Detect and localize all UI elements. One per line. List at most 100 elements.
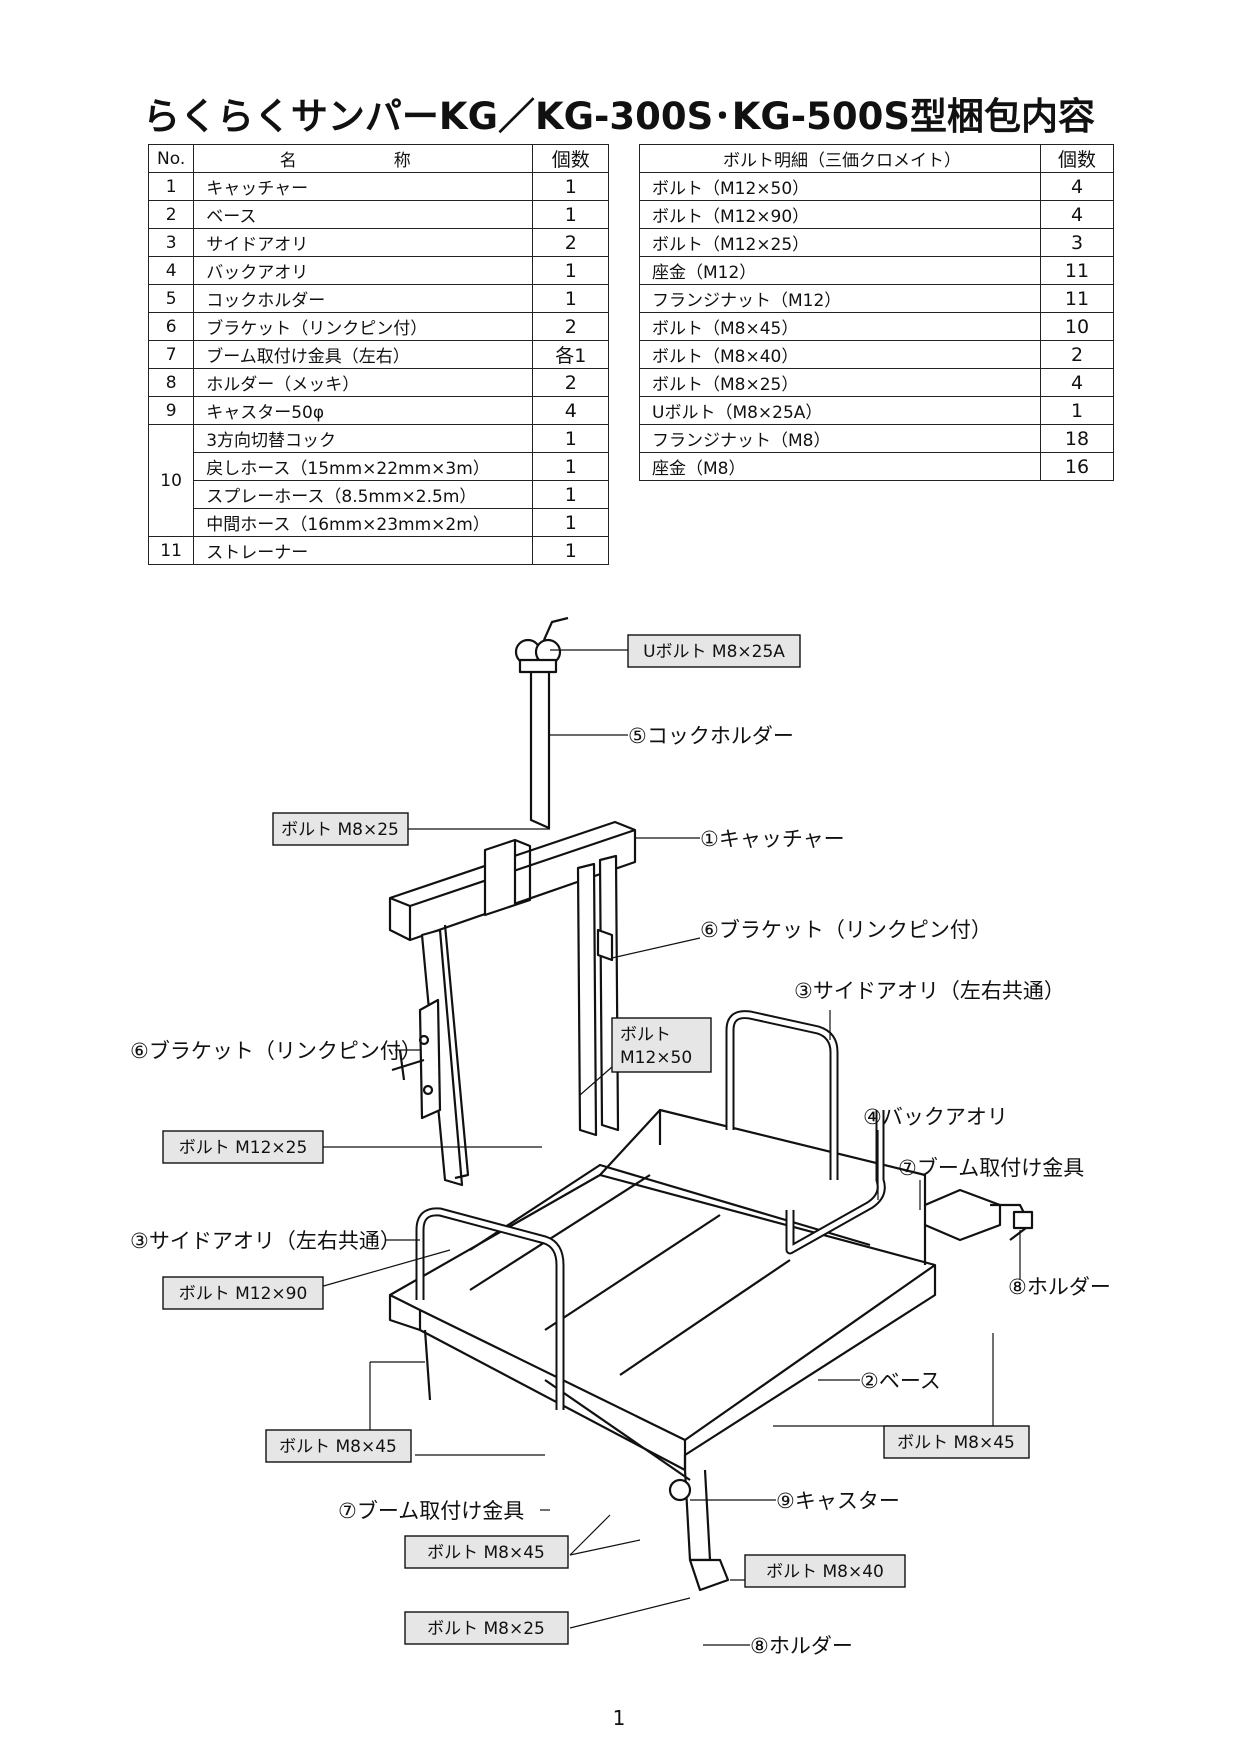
cell-qty: 11 xyxy=(1040,284,1114,313)
cell-no: 7 xyxy=(147,340,195,369)
label-bracket-left: ⑥ブラケット（リンクピン付） xyxy=(130,1039,422,1063)
table-row: 座金（M12）11 xyxy=(639,256,1114,285)
label-bracket-right: ⑥ブラケット（リンクピン付） xyxy=(700,918,992,942)
cell-name: キャスター50φ xyxy=(193,396,534,425)
table-row: スプレーホース（8.5mm×2.5m）1 xyxy=(149,480,610,509)
cell-name: 座金（M12） xyxy=(639,256,1041,285)
label-cock-holder: ⑤コックホルダー xyxy=(628,724,794,748)
header-qty: 個数 xyxy=(532,144,610,173)
cell-name: ボルト（M8×25） xyxy=(639,368,1041,397)
cell-no: 4 xyxy=(147,256,195,285)
cell-name: ストレーナー xyxy=(193,536,534,565)
parts-table-header: No. 名 称 個数 xyxy=(147,144,610,173)
label-caster: ⑨キャスター xyxy=(776,1489,900,1513)
cell-name: バックアオリ xyxy=(193,256,534,285)
cell-name: ベース xyxy=(193,200,534,229)
label-boom-fitting-left: ⑦ブーム取付け金具 xyxy=(338,1499,524,1523)
cell-name: フランジナット（M8） xyxy=(639,424,1041,453)
cell-qty: 2 xyxy=(532,368,610,397)
cell-qty: 4 xyxy=(532,396,610,425)
cell-qty: 1 xyxy=(1040,396,1114,425)
callout-bolt-m8x25-top: ボルト M8×25 xyxy=(281,820,399,840)
header-no: No. xyxy=(147,144,195,173)
label-side-aori-right: ③サイドアオリ（左右共通） xyxy=(794,979,1065,1003)
cell-name: ホルダー（メッキ） xyxy=(193,368,534,397)
cell-qty: 10 xyxy=(1040,312,1114,341)
callout-bolt-m12x50-l1: ボルト xyxy=(620,1025,671,1045)
cell-qty: 4 xyxy=(1040,200,1114,229)
callout-box xyxy=(162,1276,324,1310)
callout-box xyxy=(627,634,801,668)
cell-name: ボルト（M12×90） xyxy=(639,200,1041,229)
table-row: ボルト（M8×45）10 xyxy=(639,312,1114,341)
callout-box xyxy=(265,1429,412,1463)
cell-qty: 3 xyxy=(1040,228,1114,257)
table-row: フランジナット（M12）11 xyxy=(639,284,1114,313)
callout-ubolt: Uボルト M8×25A xyxy=(643,642,785,662)
callout-box xyxy=(162,1130,324,1164)
label-boom-fitting-right: ⑦ブーム取付け金具 xyxy=(898,1156,1084,1180)
cell-qty: 1 xyxy=(532,424,610,453)
page-title: らくらくサンパーKG／KG-300S･KG-500S型梱包内容 xyxy=(142,95,1096,138)
cell-name: Uボルト（M8×25A） xyxy=(639,396,1041,425)
cell-name: ブラケット（リンクピン付） xyxy=(193,312,534,341)
cell-no: 10 xyxy=(147,424,195,537)
bolt-table-header: ボルト明細（三価クロメイト） 個数 xyxy=(639,144,1114,173)
label-back-aori: ④バックアオリ xyxy=(863,1105,1008,1129)
machine-drawing xyxy=(388,616,1034,1592)
cell-qty: 16 xyxy=(1040,452,1114,481)
callout-bolt-m8x40: ボルト M8×40 xyxy=(766,1562,884,1582)
callout-bolt-m12x25: ボルト M12×25 xyxy=(179,1138,308,1158)
callout-box xyxy=(272,812,409,846)
callout-box xyxy=(883,1425,1030,1459)
part-labels: ⑤コックホルダー ①キャッチャー ⑥ブラケット（リンクピン付） ③サイドアオリ（… xyxy=(130,724,1111,1658)
cell-name: 中間ホース（16mm×23mm×2m） xyxy=(193,508,534,537)
bolt-table: ボルト明細（三価クロメイト） 個数 ボルト（M12×50）4 ボルト（M12×9… xyxy=(639,144,1114,481)
cell-no: 3 xyxy=(147,228,195,257)
table-row: ボルト（M12×90）4 xyxy=(639,200,1114,229)
cell-qty: 1 xyxy=(532,256,610,285)
callout-box xyxy=(404,1611,569,1645)
header-bolt-name: ボルト明細（三価クロメイト） xyxy=(639,144,1041,173)
cell-qty: 4 xyxy=(1040,172,1114,201)
cell-name: ボルト（M8×40） xyxy=(639,340,1041,369)
callout-bolt-m12x50-l2: M12×50 xyxy=(620,1048,692,1068)
header-name: 名 称 xyxy=(193,144,534,173)
callout-box xyxy=(744,1554,906,1588)
cell-qty: 2 xyxy=(1040,340,1114,369)
cell-name: コックホルダー xyxy=(193,284,534,313)
callout-bolt-m8x45-bottom: ボルト M8×45 xyxy=(427,1543,545,1563)
cell-name: ブーム取付け金具（左右） xyxy=(193,340,534,369)
label-base: ②ベース xyxy=(860,1369,941,1393)
label-side-aori-left: ③サイドアオリ（左右共通） xyxy=(130,1229,401,1253)
table-row: 中間ホース（16mm×23mm×2m）1 xyxy=(149,508,610,537)
cell-qty: 2 xyxy=(532,228,610,257)
table-row: ボルト（M8×40）2 xyxy=(639,340,1114,369)
table-row: フランジナット（M8）18 xyxy=(639,424,1114,453)
label-holder-bottom: ⑧ホルダー xyxy=(750,1634,853,1658)
cell-no: 9 xyxy=(147,396,195,425)
callout-bolt-m8x25-bottom: ボルト M8×25 xyxy=(427,1619,545,1639)
cell-no: 2 xyxy=(147,200,195,229)
callout-box xyxy=(611,1017,712,1073)
cell-name: フランジナット（M12） xyxy=(639,284,1041,313)
callout-bolt-m8x45-right: ボルト M8×45 xyxy=(897,1433,1015,1453)
label-catcher: ①キャッチャー xyxy=(700,827,845,851)
table-row: 座金（M8）16 xyxy=(639,452,1114,481)
callout-box xyxy=(404,1535,569,1569)
cell-qty: 1 xyxy=(532,536,610,565)
cell-qty: 1 xyxy=(532,480,610,509)
callout-bolt-m12x90: ボルト M12×90 xyxy=(179,1284,308,1304)
label-holder-right: ⑧ホルダー xyxy=(1008,1275,1111,1299)
bolt-callouts: Uボルト M8×25A ボルト M8×25 ボルト M12×50 ボルト M12… xyxy=(162,634,1030,1645)
